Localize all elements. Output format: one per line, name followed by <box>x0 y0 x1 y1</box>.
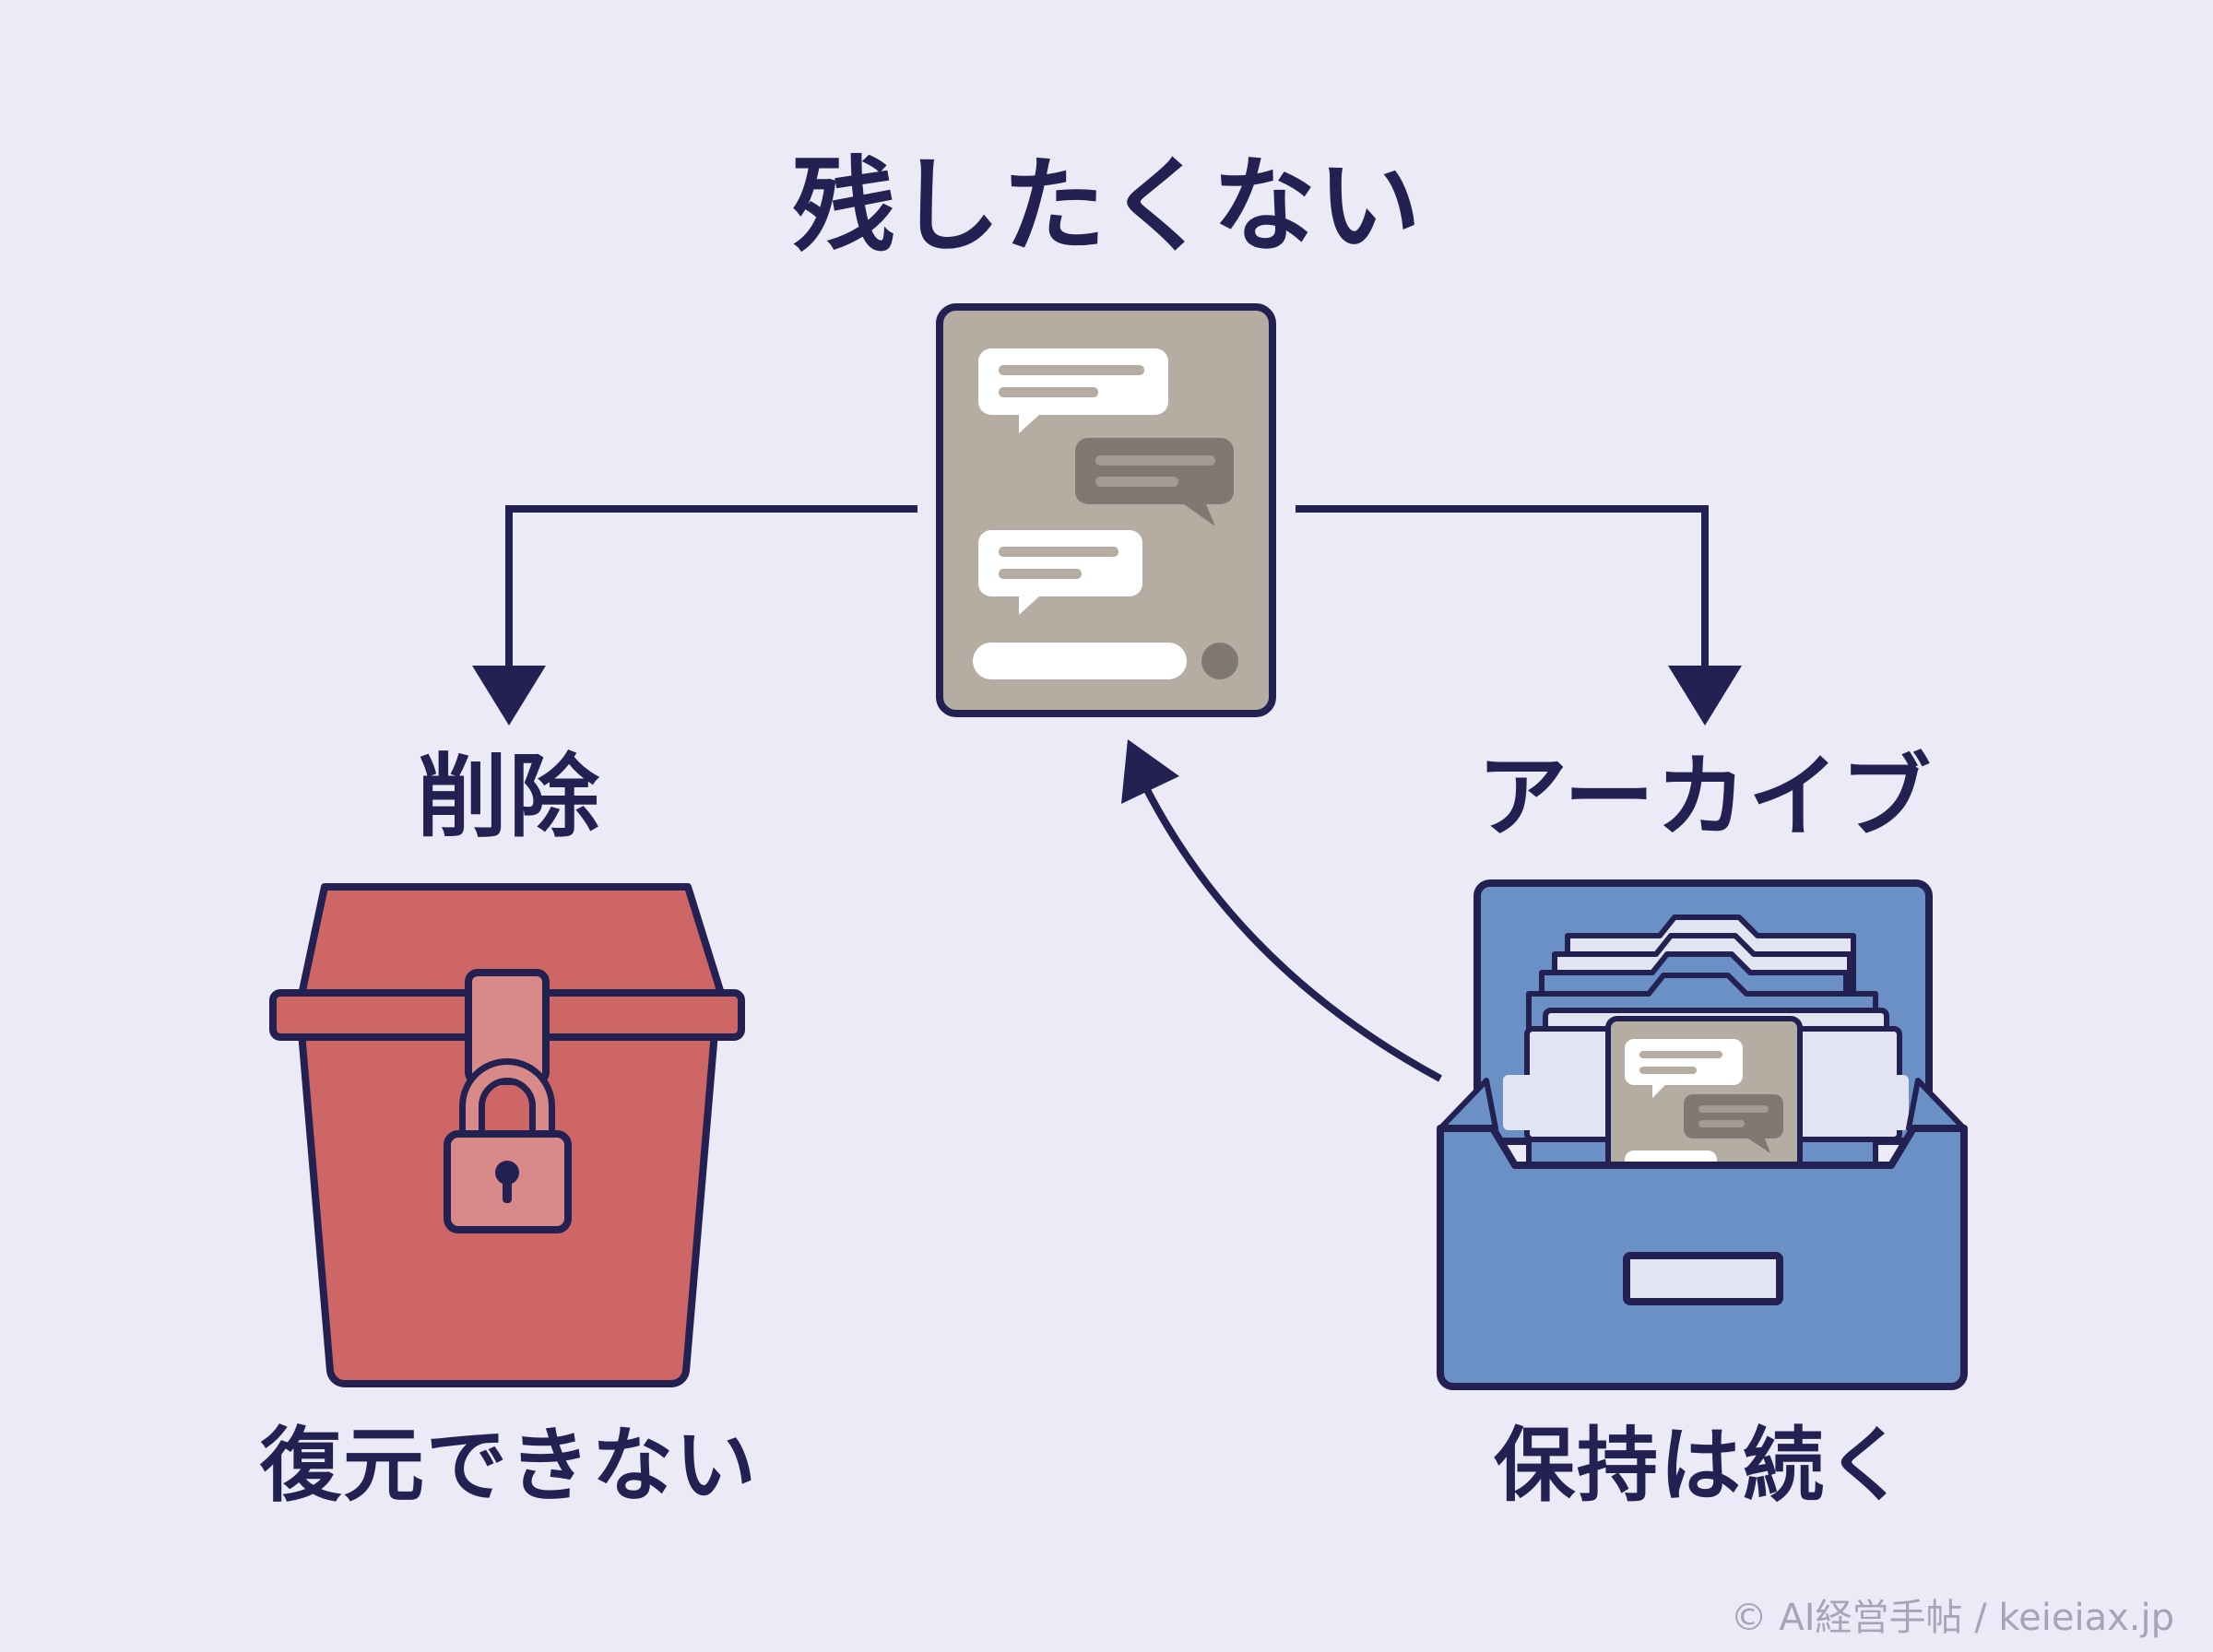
arrow-to-archive <box>1296 505 1742 726</box>
delete-label: 削除 <box>416 745 602 850</box>
archive-drawer-icon <box>1437 879 1968 1390</box>
archive-caption: 保持は続く <box>1493 1418 1910 1513</box>
padlock-icon <box>444 1058 572 1233</box>
chat-document-icon <box>936 303 1276 717</box>
delete-caption: 復元できない <box>259 1418 759 1513</box>
arrow-to-delete <box>472 505 917 726</box>
archive-label: アーカイブ <box>1476 745 1934 850</box>
page-title: 残したくない <box>792 147 1423 266</box>
arrow-archive-to-chat <box>1121 739 1442 1082</box>
copyright-notice: © AI経営手帖 / keieiax.jp <box>1730 1597 2174 1639</box>
